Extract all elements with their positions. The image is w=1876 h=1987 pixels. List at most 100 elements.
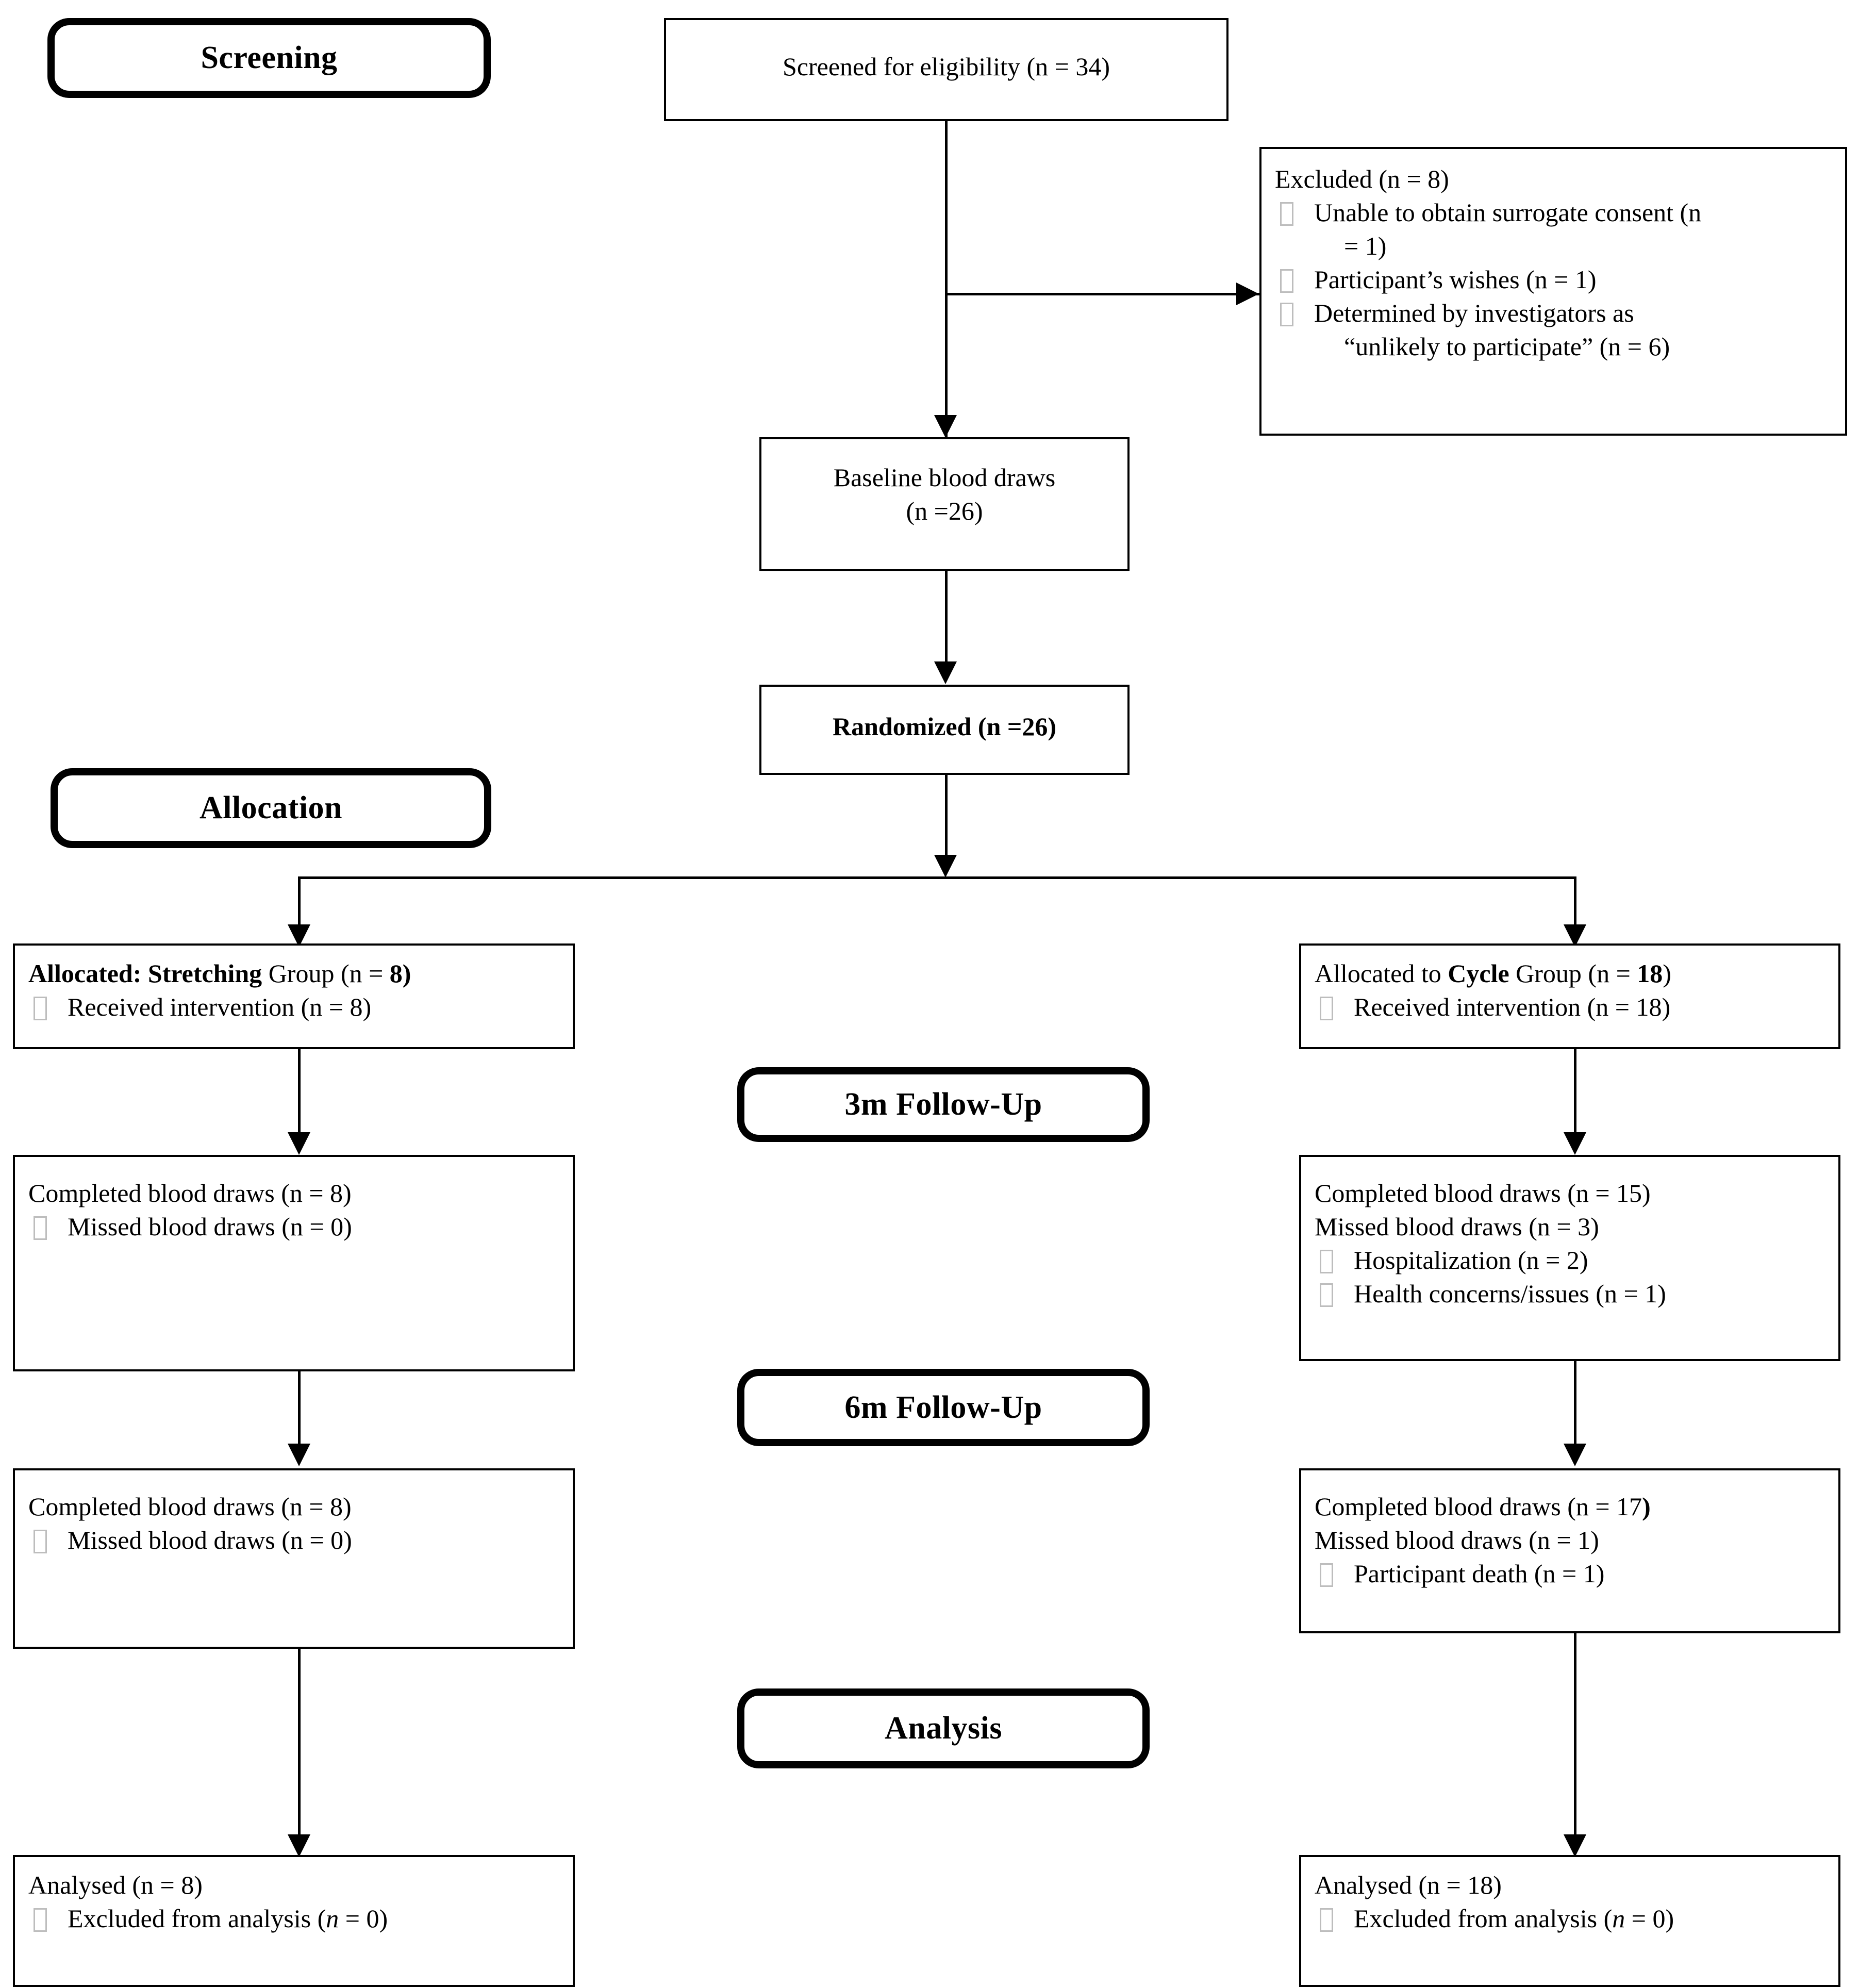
fu6-right-line-1-bold: ) bbox=[1642, 1492, 1651, 1521]
stage-box-screening: Screening bbox=[47, 18, 491, 98]
analysed-right-excluded-post: = 0) bbox=[1625, 1904, 1674, 1933]
connector-randomized-to-split bbox=[945, 775, 948, 860]
screened-text: Screened for eligibility (n = 34) bbox=[783, 52, 1110, 81]
excluded-item-2-continuation: “unlikely to participate” (n = 6) bbox=[1344, 332, 1670, 361]
node-analysed-right: Analysed (n = 18) Excluded from analysis… bbox=[1299, 1855, 1840, 1987]
list-item: Hospitalization (n = 2) bbox=[1315, 1244, 1825, 1277]
fu3-right-line-2: Missed blood draws (n = 3) bbox=[1315, 1212, 1599, 1241]
connector-fu3-left-to-fu6 bbox=[298, 1371, 301, 1448]
arrowhead-randomized-to-split bbox=[934, 855, 957, 877]
alloc-left-heading: Allocated: Stretching Group (n = 8) bbox=[28, 957, 559, 990]
fu6-right-line-1: Completed blood draws (n = 17) bbox=[1315, 1490, 1825, 1524]
alloc-right-item-0: Received intervention (n = 18) bbox=[1354, 992, 1671, 1021]
stage-label-analysis: Analysis bbox=[885, 1711, 1002, 1746]
node-allocated-stretching: Allocated: Stretching Group (n = 8) Rece… bbox=[13, 943, 575, 1049]
stage-box-allocation: Allocation bbox=[51, 768, 491, 848]
analysed-right-line-1: Analysed (n = 18) bbox=[1315, 1870, 1502, 1899]
node-followup-6m-right: Completed blood draws (n = 17) Missed bl… bbox=[1299, 1468, 1840, 1633]
connector-screened-to-baseline bbox=[945, 121, 948, 438]
node-baseline-blood-draws: Baseline blood draws (n =26) bbox=[759, 437, 1130, 571]
list-item: Participant’s wishes (n = 1) bbox=[1275, 263, 1832, 296]
alloc-left-heading-bold-1: Allocated: Stretching bbox=[28, 959, 262, 988]
alloc-left-heading-bold-2: 8) bbox=[389, 959, 411, 988]
arrowhead-screened-to-excluded bbox=[1236, 283, 1259, 305]
alloc-left-heading-regular: Group (n = bbox=[262, 959, 390, 988]
randomized-text: Randomized (n =26) bbox=[832, 712, 1057, 741]
node-followup-6m-left: Completed blood draws (n = 8) Missed blo… bbox=[13, 1468, 575, 1649]
node-excluded: Excluded (n = 8) Unable to obtain surrog… bbox=[1259, 147, 1847, 436]
analysed-left-excluded-n: n bbox=[326, 1904, 339, 1933]
fu3-left-line-1: Completed blood draws (n = 8) bbox=[28, 1179, 352, 1207]
connector-alloc-right-to-fu3 bbox=[1574, 1049, 1576, 1136]
bullet-box-icon bbox=[1320, 997, 1333, 1020]
arrowhead-fu3-left-to-fu6 bbox=[288, 1444, 310, 1466]
analysed-right-excluded: Excluded from analysis (n = 0) bbox=[1354, 1902, 1825, 1935]
bullet-box-icon bbox=[34, 1216, 47, 1240]
connector-alloc-left-to-fu3 bbox=[298, 1049, 301, 1136]
alloc-right-heading-bold-1: Cycle bbox=[1448, 959, 1509, 988]
list-item: Received intervention (n = 18) bbox=[1315, 990, 1825, 1024]
connector-split-to-alloc-left bbox=[298, 876, 301, 931]
list-item: Unable to obtain surrogate consent (n = … bbox=[1275, 196, 1832, 263]
arrowhead-baseline-to-randomized bbox=[934, 661, 957, 684]
list-item: Excluded from analysis (n = 0) bbox=[1315, 1902, 1825, 1935]
bullet-box-icon bbox=[34, 1530, 47, 1553]
alloc-right-heading-post: ) bbox=[1663, 959, 1671, 988]
arrowhead-fu6-left-to-analysis bbox=[288, 1834, 310, 1857]
connector-split-to-alloc-right bbox=[1574, 876, 1576, 931]
list-item: Excluded from analysis (n = 0) bbox=[28, 1902, 559, 1935]
alloc-right-heading-mid: Group (n = bbox=[1509, 959, 1637, 988]
node-followup-3m-right: Completed blood draws (n = 15) Missed bl… bbox=[1299, 1155, 1840, 1361]
arrowhead-fu6-right-to-analysis bbox=[1564, 1834, 1586, 1857]
fu3-right-item-1: Health concerns/issues (n = 1) bbox=[1354, 1279, 1666, 1308]
analysed-right-excluded-n: n bbox=[1612, 1904, 1625, 1933]
excluded-heading: Excluded (n = 8) bbox=[1275, 164, 1449, 193]
stage-label-followup-6m: 6m Follow-Up bbox=[844, 1389, 1042, 1425]
analysed-left-excluded: Excluded from analysis (n = 0) bbox=[68, 1902, 559, 1935]
bullet-box-icon bbox=[1280, 303, 1293, 326]
fu6-left-item-0: Missed blood draws (n = 0) bbox=[68, 1526, 352, 1554]
node-screened-for-eligibility: Screened for eligibility (n = 34) bbox=[664, 18, 1228, 121]
fu3-left-item-0: Missed blood draws (n = 0) bbox=[68, 1212, 352, 1241]
analysed-right-excluded-pre: Excluded from analysis ( bbox=[1354, 1904, 1613, 1933]
bullet-box-icon bbox=[1280, 269, 1293, 293]
analysed-left-line-1: Analysed (n = 8) bbox=[28, 1870, 203, 1899]
analysed-left-excluded-pre: Excluded from analysis ( bbox=[68, 1904, 326, 1933]
stage-box-followup-6m: 6m Follow-Up bbox=[737, 1369, 1150, 1446]
stage-label-allocation: Allocation bbox=[199, 790, 343, 826]
arrowhead-screened-to-baseline bbox=[934, 415, 957, 438]
analysed-left-excluded-post: = 0) bbox=[339, 1904, 388, 1933]
excluded-item-0-continuation: = 1) bbox=[1344, 231, 1387, 260]
connector-allocation-split-bar bbox=[298, 876, 1576, 879]
excluded-item-2-text: Determined by investigators as bbox=[1314, 299, 1634, 327]
baseline-line-1: Baseline blood draws bbox=[833, 463, 1056, 492]
alloc-right-heading-bold-2: 18 bbox=[1637, 959, 1663, 988]
list-item: Missed blood draws (n = 0) bbox=[28, 1210, 559, 1244]
bullet-box-icon bbox=[1320, 1250, 1333, 1273]
baseline-line-2: (n =26) bbox=[906, 496, 983, 525]
arrowhead-split-to-alloc-right bbox=[1564, 924, 1586, 947]
stage-box-followup-3m: 3m Follow-Up bbox=[737, 1067, 1150, 1142]
excluded-item-1-text: Participant’s wishes (n = 1) bbox=[1314, 265, 1597, 294]
arrowhead-alloc-left-to-fu3 bbox=[288, 1132, 310, 1155]
arrowhead-fu3-right-to-fu6 bbox=[1564, 1444, 1586, 1466]
connector-baseline-to-randomized bbox=[945, 571, 948, 667]
bullet-box-icon bbox=[1280, 202, 1293, 226]
fu6-left-line-1: Completed blood draws (n = 8) bbox=[28, 1492, 352, 1521]
fu6-right-line-2: Missed blood draws (n = 1) bbox=[1315, 1526, 1599, 1554]
list-item: Missed blood draws (n = 0) bbox=[28, 1524, 559, 1557]
bullet-box-icon bbox=[1320, 1908, 1333, 1932]
node-followup-3m-left: Completed blood draws (n = 8) Missed blo… bbox=[13, 1155, 575, 1371]
fu3-right-item-0: Hospitalization (n = 2) bbox=[1354, 1246, 1588, 1274]
list-item: Determined by investigators as “unlikely… bbox=[1275, 296, 1832, 363]
list-item: Received intervention (n = 8) bbox=[28, 990, 559, 1024]
connector-fu6-right-to-analysis bbox=[1574, 1633, 1576, 1839]
bullet-box-icon bbox=[34, 1908, 47, 1932]
arrowhead-alloc-right-to-fu3 bbox=[1564, 1132, 1586, 1155]
fu6-right-item-0: Participant death (n = 1) bbox=[1354, 1559, 1605, 1588]
alloc-right-heading-pre: Allocated to bbox=[1315, 959, 1448, 988]
node-allocated-cycle: Allocated to Cycle Group (n = 18) Receiv… bbox=[1299, 943, 1840, 1049]
node-analysed-left: Analysed (n = 8) Excluded from analysis … bbox=[13, 1855, 575, 1987]
list-item: Health concerns/issues (n = 1) bbox=[1315, 1277, 1825, 1311]
